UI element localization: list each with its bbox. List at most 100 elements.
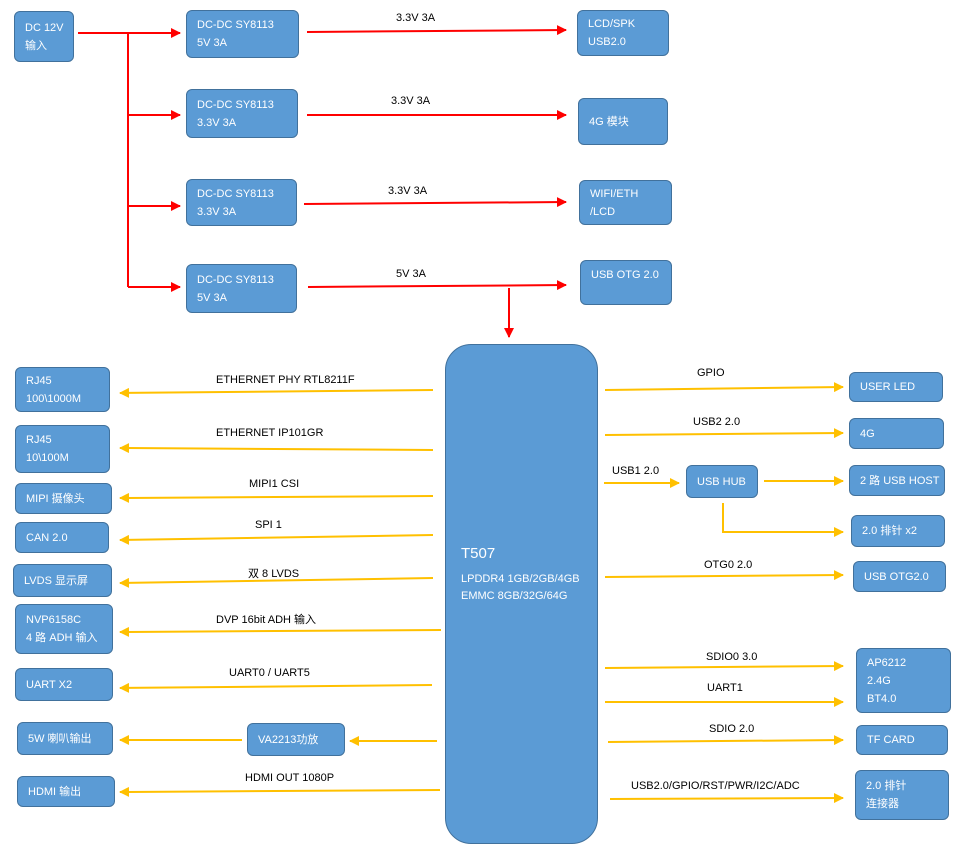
- rail-label-1: 3.3V 3A: [396, 12, 436, 24]
- converter-box-3: DC-DC SY8113 3.3V 3A: [186, 179, 297, 226]
- bus-label-uart1: UART1: [707, 682, 743, 694]
- rail-label-2: 3.3V 3A: [391, 95, 431, 107]
- load-wifi-eth-line-1: WIFI/ETH: [590, 187, 639, 200]
- amplifier-box: VA2213功放: [247, 723, 345, 756]
- cpu-memory: LPDDR4 1GB/2GB/4GB EMMC 8GB/32G/64G: [461, 571, 580, 605]
- arrow-gpio: [604, 382, 844, 393]
- power-arrow-load-1: [306, 25, 567, 36]
- load-lcd-spk-line-1: LCD/SPK: [588, 18, 636, 30]
- bus-label-usb2: USB2 2.0: [693, 416, 741, 428]
- cpu-name: T507: [461, 545, 496, 562]
- hdmi-output-label: HDMI 输出: [28, 785, 82, 798]
- arrow-otg: [604, 570, 844, 581]
- load-box-wifi-eth: WIFI/ETH /LCD: [579, 180, 672, 225]
- converter-2-rating: 3.3V 3A: [197, 116, 237, 129]
- tf-card-label: TF CARD: [867, 734, 915, 746]
- rj45-gbe-line-2: 100\1000M: [26, 392, 82, 405]
- bus-label-gpio: GPIO: [697, 367, 725, 379]
- peripheral-uart-x2: UART X2: [15, 668, 113, 701]
- header-connector-line-1: 2.0 排针: [866, 780, 907, 792]
- bus-label-otg0: OTG0 2.0: [704, 559, 753, 571]
- load-box-lcd-spk: LCD/SPK USB2.0: [577, 10, 669, 56]
- rj45-fe-line-2: 10\100M: [26, 452, 69, 464]
- converter-3-name: DC-DC SY8113: [197, 187, 274, 200]
- arrow-hdmi: [119, 786, 441, 797]
- arrow-hub-header: [722, 503, 844, 537]
- peripheral-lvds-display: LVDS 显示屏: [13, 564, 112, 597]
- dc-input-box: DC 12V 输入: [14, 11, 74, 62]
- converter-box-2: DC-DC SY8113 3.3V 3A: [186, 89, 298, 138]
- bus-label-lvds: 双 8 LVDS: [248, 568, 300, 580]
- ap6212-line-3: BT4.0: [867, 692, 897, 705]
- arrow-ethernet-gbe: [119, 387, 434, 398]
- ap6212-line-1: AP6212: [867, 656, 907, 669]
- can-label: CAN 2.0: [26, 531, 68, 544]
- bus-label-ethernet-gbe: ETHERNET PHY RTL8211F: [216, 374, 355, 386]
- cpu-memory-emmc: EMMC 8GB/32G/64G: [461, 590, 568, 602]
- usb-otg-label: USB OTG2.0: [864, 570, 929, 583]
- arrow-mipi: [119, 492, 434, 503]
- peripheral-pin-header-x2: 2.0 排针 x2: [851, 515, 945, 547]
- peripheral-usb-host: 2 路 USB HOST: [849, 465, 945, 496]
- load-4g-module-label: 4G 模块: [589, 115, 629, 128]
- cpu-block: T507 LPDDR4 1GB/2GB/4GB EMMC 8GB/32G/64G: [445, 344, 598, 844]
- usb-hub-label: USB HUB: [697, 475, 746, 488]
- converter-3-rating: 3.3V 3A: [197, 205, 237, 218]
- peripheral-rj45-gbe: RJ45 100\1000M: [15, 367, 110, 412]
- bus-label-hdmi: HDMI OUT 1080P: [245, 772, 335, 784]
- peripheral-tf-card: TF CARD: [856, 725, 948, 755]
- rj45-fe-line-1: RJ45: [26, 434, 52, 446]
- load-wifi-eth-line-2: /LCD: [590, 205, 616, 218]
- load-lcd-spk-line-2: USB2.0: [588, 36, 626, 48]
- peripheral-usb-otg: USB OTG2.0: [853, 561, 946, 592]
- arrow-ethernet-fe: [119, 443, 434, 454]
- dc-input-line-2: 输入: [25, 39, 47, 52]
- converter-4-rating: 5V 3A: [197, 291, 227, 304]
- load-box-usb-otg: USB OTG 2.0: [580, 260, 672, 305]
- header-connector-line-2: 连接器: [866, 798, 899, 810]
- peripheral-hdmi-output: HDMI 输出: [17, 776, 115, 807]
- bus-label-sdio0: SDIO0 3.0: [706, 651, 758, 663]
- ap6212-line-2: 2.4G: [867, 674, 891, 687]
- bus-label-usb1: USB1 2.0: [612, 465, 660, 477]
- converter-1-name: DC-DC SY8113: [197, 19, 274, 31]
- peripheral-user-led: USER LED: [849, 372, 943, 402]
- converter-2-name: DC-DC SY8113: [197, 98, 274, 111]
- peripheral-can: CAN 2.0: [15, 522, 109, 553]
- rj45-gbe-line-1: RJ45: [26, 374, 52, 387]
- power-arrow-load-4: [307, 280, 567, 291]
- load-usb-otg-label: USB OTG 2.0: [591, 269, 659, 281]
- load-box-4g-module: 4G 模块: [578, 98, 668, 145]
- bus-label-uart: UART0 / UART5: [229, 667, 310, 679]
- arrow-uart: [119, 682, 433, 693]
- peripheral-nvp6158c: NVP6158C 4 路 ADH 输入: [15, 604, 113, 654]
- rail-label-4: 5V 3A: [396, 268, 426, 280]
- peripheral-rj45-fe: RJ45 10\100M: [15, 425, 110, 473]
- speaker-output-label: 5W 喇叭输出: [28, 732, 92, 745]
- bus-label-expansion: USB2.0/GPIO/RST/PWR/I2C/ADC: [631, 780, 800, 792]
- pin-header-x2-label: 2.0 排针 x2: [862, 525, 918, 537]
- arrow-spi: [119, 534, 434, 545]
- peripheral-mipi-camera: MIPI 摄像头: [15, 483, 112, 514]
- usb-hub-box: USB HUB: [686, 465, 758, 498]
- arrow-sdio2: [607, 735, 844, 746]
- 4g-label: 4G: [860, 427, 875, 440]
- bus-label-ethernet-fe: ETHERNET IP101GR: [216, 427, 324, 439]
- arrow-sdio0: [604, 661, 844, 672]
- usb-host-label: 2 路 USB HOST: [860, 474, 940, 487]
- power-arrow-load-3: [303, 197, 567, 208]
- arrow-header-connector: [609, 793, 844, 804]
- peripheral-ap6212: AP6212 2.4G BT4.0: [856, 648, 951, 713]
- bus-label-dvp: DVP 16bit ADH 输入: [216, 614, 317, 626]
- arrow-usb2: [604, 428, 844, 439]
- nvp6158c-line-2: 4 路 ADH 输入: [26, 632, 98, 644]
- converter-box-1: DC-DC SY8113 5V 3A: [186, 10, 299, 58]
- arrow-dvp: [119, 626, 442, 637]
- lvds-display-label: LVDS 显示屏: [24, 574, 88, 587]
- dc-input-line-1: DC 12V: [25, 21, 64, 34]
- rail-label-3: 3.3V 3A: [388, 185, 428, 197]
- amplifier-label: VA2213功放: [258, 733, 319, 746]
- converter-box-4: DC-DC SY8113 5V 3A: [186, 264, 297, 313]
- nvp6158c-line-1: NVP6158C: [26, 614, 82, 626]
